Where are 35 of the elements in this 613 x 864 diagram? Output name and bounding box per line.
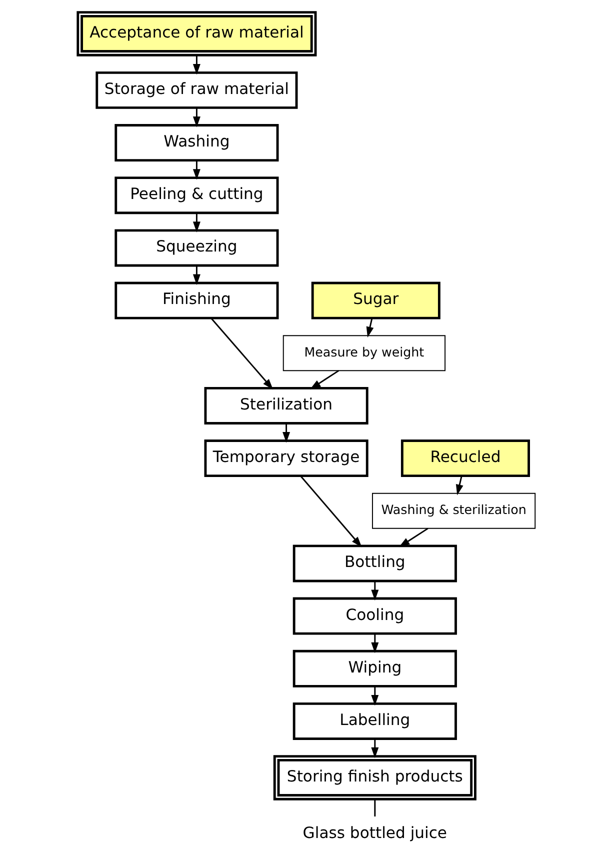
- node-box: Washing: [114, 124, 279, 162]
- arrow: [192, 108, 200, 128]
- node-box: Sterilization: [204, 386, 368, 424]
- node-box: Sugar: [311, 282, 440, 320]
- arrow: [192, 212, 200, 232]
- arrow: [371, 581, 379, 600]
- node-box: Storing finish products: [273, 755, 476, 800]
- node-box: Recucled: [400, 440, 530, 478]
- arrow: [310, 370, 340, 390]
- arrow: [371, 634, 379, 654]
- arrow: [371, 738, 379, 758]
- arrow: [300, 475, 362, 548]
- node-box: Storage of raw material: [96, 71, 298, 109]
- node-box: Washing & sterilization: [372, 492, 536, 529]
- arrow: [456, 476, 464, 496]
- node-box: Peeling & cutting: [114, 176, 279, 214]
- arrow: [398, 528, 428, 548]
- node-box: Temporary storage: [204, 440, 368, 478]
- node-box: Measure by weight: [282, 335, 446, 372]
- arrow: [371, 686, 379, 706]
- arrow: [366, 318, 374, 338]
- arrow: [192, 160, 200, 180]
- arrow: [192, 55, 200, 75]
- node-box: Labelling: [292, 702, 457, 740]
- node-text: Glass bottled juice: [302, 824, 448, 842]
- arrow: [282, 423, 290, 443]
- arrow: [192, 266, 200, 285]
- node-box: Wiping: [292, 650, 457, 688]
- node-box: Squeezing: [114, 229, 279, 267]
- node-box: Finishing: [114, 282, 279, 320]
- node-box: Cooling: [292, 597, 457, 635]
- arrow: [210, 318, 274, 390]
- node-box: Bottling: [292, 544, 457, 582]
- connector: [374, 799, 376, 816]
- node-box: Acceptance of raw material: [76, 11, 317, 56]
